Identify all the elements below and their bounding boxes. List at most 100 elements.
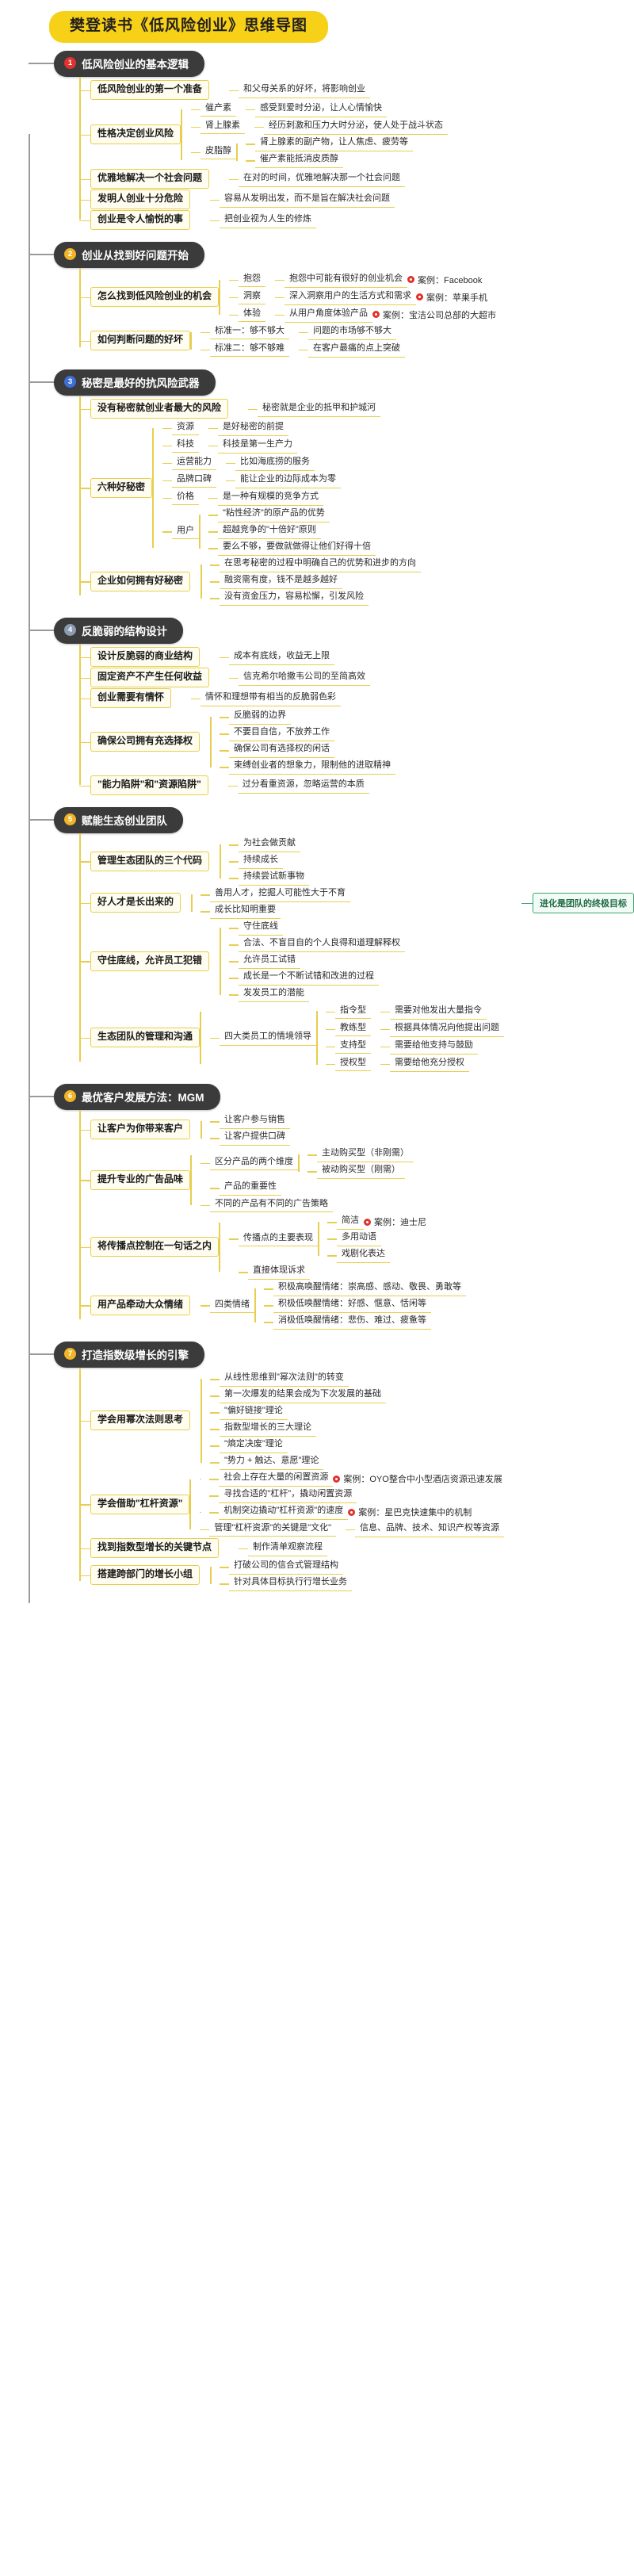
- leaf-text: "熵定决废"理论: [220, 1437, 288, 1454]
- case-label: 案例：星巴克快速集中的机制: [358, 1508, 472, 1518]
- child-row: 价格是一种有规模的竞争方式: [162, 489, 634, 507]
- branch-label[interactable]: 优雅地解决一个社会问题: [90, 169, 210, 189]
- child-leaves: 直接体现诉求: [229, 1264, 634, 1280]
- branch-label[interactable]: 确保公司拥有充选择权: [90, 732, 201, 752]
- page-title: 樊登读书《低风险创业》思维导图: [49, 11, 329, 43]
- branch-label[interactable]: 守住底线，允许员工犯错: [90, 951, 210, 971]
- leaf-text: 根据具体情况向他提出问题: [390, 1021, 505, 1037]
- branch-label[interactable]: 如何判断问题的好坏: [90, 331, 191, 351]
- branch-label[interactable]: 创业需要有情怀: [90, 688, 172, 709]
- branch-label[interactable]: 学会用幂次法则思考: [90, 1410, 191, 1431]
- child-key: 指令型: [335, 1004, 372, 1020]
- leaf-row: 和父母关系的好坏，将影响创业: [229, 82, 634, 98]
- leaf-row: 比如海底捞的服务: [226, 454, 634, 471]
- leaf-text: 束缚创业者的想象力，限制他的进取精神: [229, 759, 396, 775]
- child-leaves: 是好秘密的前提: [199, 419, 634, 437]
- branch-label[interactable]: 搭建跨部门的增长小组: [90, 1565, 201, 1586]
- branch: 找到指数型增长的关键节点 制作清单观察流程: [79, 1538, 634, 1559]
- branch-label[interactable]: "能力陷阱"和"资源陷阱": [90, 775, 208, 796]
- leaf-text: 是一种有规模的竞争方式: [218, 490, 324, 506]
- branch: 没有秘密就创业者最大的风险秘密就是企业的抵甲和护城河: [79, 399, 634, 419]
- section-title: 最优客户发展方法：MGM: [82, 1091, 204, 1104]
- branch-children: 成本有底线，收益无上限: [200, 647, 634, 668]
- leaf-row: 合法、不盲目自的个人良得和道理解释权: [229, 936, 634, 953]
- branch-label[interactable]: 没有秘密就创业者最大的风险: [90, 399, 229, 419]
- leaf-row: 问题的市场够不够大: [299, 323, 634, 340]
- title-bar: 樊登读书《低风险创业》思维导图: [0, 0, 634, 51]
- branch-children: 催产素感受到爱时分泌，让人心情愉快肾上腺素经历刺激和压力大时分泌，使人处于战斗状…: [181, 101, 634, 169]
- branch-label[interactable]: 发明人创业十分危险: [90, 189, 191, 210]
- branch-label[interactable]: 设计反脆弱的商业结构: [90, 647, 201, 668]
- child-row: 社会上存在大量的闲置资源案例：OYO整合中小型酒店资源迅速发展: [200, 1471, 634, 1487]
- leaf-text: 制作清单观察流程: [248, 1541, 328, 1556]
- child-key-cell: 管理"杠杆资源"的关键是"文化": [200, 1521, 337, 1538]
- child-leaves: 深入洞察用户的生活方式和需求案例：苹果手机: [265, 289, 634, 306]
- branch: "能力陷阱"和"资源陷阱"过分看重资源，忽略运营的本质: [79, 775, 634, 796]
- leaf-text: 没有资金压力，容易松懈，引发风险: [220, 590, 369, 607]
- branch-label[interactable]: 生态团队的管理和沟通: [90, 1028, 201, 1048]
- branch-children: 秘密就是企业的抵甲和护城河: [228, 399, 634, 419]
- branch-label[interactable]: 六种好秘密: [90, 477, 153, 498]
- leaf-text: 针对具体目标执行行增长业务: [229, 1575, 353, 1592]
- leaf-text: 主动购买型（非刚需）: [317, 1146, 414, 1163]
- branch-label[interactable]: 创业是令人愉悦的事: [90, 210, 191, 231]
- branch-children: 标准一：够不够大问题的市场够不够大标准二：够不够难在客户最痛的点上突破: [190, 323, 634, 358]
- child-leaves: 制作清单观察流程: [229, 1540, 634, 1556]
- child-key: 品牌口碑: [172, 473, 217, 488]
- case-dot-icon: [372, 311, 380, 319]
- child-row: 守住底线合法、不盲目自的个人良得和道理解释权允许员工试错成长是一个不断试错和改进…: [220, 920, 634, 1003]
- case-label: 案例：苹果手机: [426, 293, 488, 303]
- section-title: 赋能生态创业团队: [82, 814, 167, 827]
- branch-label[interactable]: 怎么找到低风险创业的机会: [90, 287, 220, 308]
- child-leaves: 需要给他支持与鼓励: [371, 1038, 634, 1055]
- branch-label[interactable]: 让客户为你带来客户: [90, 1120, 191, 1140]
- branch-label[interactable]: 企业如何拥有好秘密: [90, 571, 191, 591]
- branch-label[interactable]: 固定资产不产生任何收益: [90, 668, 210, 688]
- child-key-cell: 洞察: [229, 289, 266, 306]
- branch-label[interactable]: 提升专业的广告品味: [90, 1169, 191, 1190]
- branch-label[interactable]: 将传播点控制在一句话之内: [90, 1237, 220, 1257]
- branch-label[interactable]: 管理生态团队的三个代码: [90, 851, 210, 871]
- branch: 低风险创业的第一个准备 和父母关系的好坏，将影响创业: [79, 80, 634, 101]
- child-leaves: 比如海底捞的服务: [216, 454, 634, 472]
- branch-label[interactable]: 学会借助"杠杆资源": [90, 1494, 190, 1514]
- leaf-text: "粘性经济"的原产品的优势: [218, 507, 330, 523]
- leaf-row: 肾上腺素的副产物，让人焦虑、疲劳等: [246, 136, 634, 152]
- child-row: 催产素感受到爱时分泌，让人心情愉快: [191, 101, 634, 118]
- leaf-row: "熵定决废"理论: [210, 1437, 634, 1454]
- branch-label[interactable]: 好人才是长出来的: [90, 893, 181, 913]
- branch-label[interactable]: 找到指数型增长的关键节点: [90, 1538, 220, 1559]
- branch: 用产品牵动大众情绪四类情绪积极高唤醒情绪：崇高感、感动、敬畏、勇敢等积极低唤醒情…: [79, 1280, 634, 1330]
- child-key-cell: 皮脂醇: [191, 136, 237, 169]
- child-leaves: "粘性经济"的原产品的优势超越竞争的"十倍好"原则要么不够，要做就做得让他们好得…: [199, 507, 634, 557]
- leaf-row: 积极低唤醒情绪：好感、惬意、恬闲等: [264, 1297, 634, 1314]
- child-leaves: 机制突边撬动"杠杆资源"的速度案例：星巴克快速集中的机制: [200, 1504, 634, 1521]
- branch-label[interactable]: 低风险创业的第一个准备: [90, 80, 210, 101]
- leaf-row: 持续成长: [229, 853, 634, 870]
- child-leaves: 感受到爱时分泌，让人心情愉快: [236, 101, 634, 118]
- section-title: 秘密是最好的抗风险武器: [82, 377, 200, 389]
- child-key-cell: 品牌口碑: [162, 472, 217, 489]
- branch-label[interactable]: 用产品牵动大众情绪: [90, 1295, 191, 1315]
- child-leaves: 在思考秘密的过程中明确自己的优势和进步的方向融资需有度，钱不是越多越好没有资金压…: [201, 557, 634, 607]
- child-row: 产品的重要性: [201, 1180, 634, 1196]
- case-dot-icon: [407, 276, 415, 284]
- leaf-row: 允许员工试错: [229, 953, 634, 970]
- child-leaves: 在客户最痛的点上突破: [289, 341, 634, 358]
- child-leaves: 让客户参与销售让客户提供口碑: [201, 1113, 634, 1146]
- branch-label[interactable]: 性格决定创业风险: [90, 124, 181, 145]
- child-leaves: 肾上腺素的副产物，让人焦虑、疲劳等催产素能抵消皮质醇: [236, 136, 634, 169]
- leaf-text: 发发员工的潜能: [239, 986, 310, 1003]
- branch: 企业如何拥有好秘密在思考秘密的过程中明确自己的优势和进步的方向融资需有度，钱不是…: [79, 557, 634, 607]
- leaf-row: 简洁案例：迪士尼: [327, 1214, 634, 1231]
- green-callout: 进化是团队的终极目标: [533, 892, 634, 913]
- child-leaves: 从用户角度体验产品案例：宝洁公司总部的大超市: [265, 306, 634, 323]
